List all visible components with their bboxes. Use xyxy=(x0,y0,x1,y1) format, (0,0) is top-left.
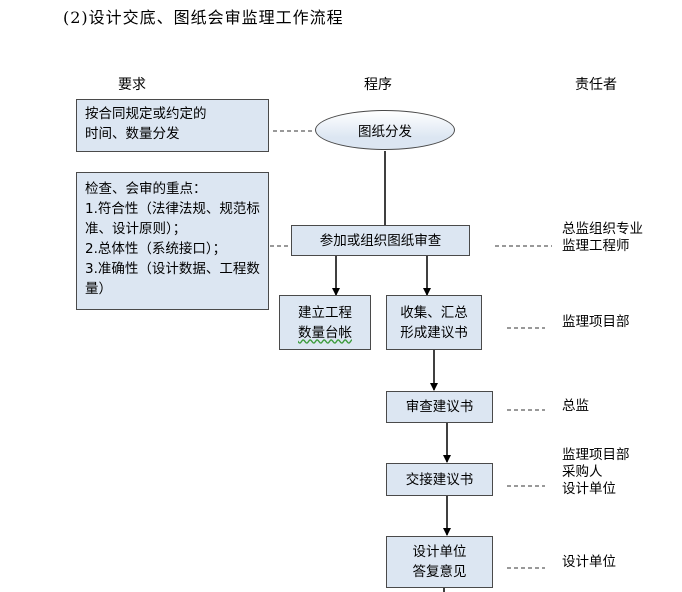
requirement-line: 量） xyxy=(85,281,112,297)
responsible-line: 监理项目部 xyxy=(562,314,630,330)
responsible-line: 总监组织专业 xyxy=(562,221,643,237)
responsible-line: 监理工程师 xyxy=(562,238,630,254)
step-label: 参加或组织图纸审查 xyxy=(319,232,442,249)
responsible-line: 设计单位 xyxy=(562,554,616,570)
responsible-line: 设计单位 xyxy=(562,481,616,497)
step-label: 建立工程 xyxy=(298,304,352,321)
step-label: 收集、汇总 xyxy=(400,304,468,321)
requirement-box-review-focus: 检查、会审的重点： 1.符合性（法律法规、规范标 准、设计原则）； 2.总体性（… xyxy=(76,172,269,310)
responsible-s6: 监理项目部 采购人 设计单位 xyxy=(562,447,630,498)
responsible-s4: 监理项目部 xyxy=(562,314,630,331)
step-handover-proposal: 交接建议书 xyxy=(386,463,493,496)
step-label: 形成建议书 xyxy=(400,324,468,341)
step-label: 图纸分发 xyxy=(358,124,412,140)
step-drawing-review: 参加或组织图纸审查 xyxy=(291,225,470,256)
step-label: 数量台帐 xyxy=(298,324,352,341)
responsible-s7: 设计单位 xyxy=(562,554,616,571)
page-title: (2)设计交底、图纸会审监理工作流程 xyxy=(63,8,344,27)
responsible-line: 采购人 xyxy=(562,464,603,480)
step-drawing-distribution: 图纸分发 xyxy=(315,110,455,150)
step-label: 设计单位 xyxy=(412,544,467,560)
step-label: 答复意见 xyxy=(412,564,467,580)
step-designer-response: 设计单位 答复意见 xyxy=(386,536,493,588)
step-label: 交接建议书 xyxy=(405,471,474,488)
header-procedure: 程序 xyxy=(364,77,392,93)
header-responsible: 责任者 xyxy=(575,77,617,93)
requirement-line: 检查、会审的重点： xyxy=(85,181,207,197)
responsible-s5: 总监 xyxy=(562,398,589,415)
requirement-line: 时间、数量分发 xyxy=(85,126,180,142)
requirement-box-distribution: 按合同规定或约定的 时间、数量分发 xyxy=(76,99,269,152)
requirement-line: 3.准确性（设计数据、工程数 xyxy=(85,261,260,277)
responsible-s2: 总监组织专业 监理工程师 xyxy=(562,221,643,255)
requirement-line: 按合同规定或约定的 xyxy=(85,106,207,122)
responsible-line: 监理项目部 xyxy=(562,447,630,463)
step-review-proposal: 审查建议书 xyxy=(386,391,493,423)
step-label: 审查建议书 xyxy=(405,399,474,415)
step-compile-proposal: 收集、汇总 形成建议书 xyxy=(386,295,482,350)
step-quantity-ledger: 建立工程 数量台帐 xyxy=(279,295,371,350)
responsible-line: 总监 xyxy=(562,398,589,414)
header-requirements: 要求 xyxy=(118,77,146,93)
requirement-line: 2.总体性（系统接口）； xyxy=(85,241,227,257)
requirement-line: 1.符合性（法律法规、规范标 xyxy=(85,201,260,217)
requirement-line: 准、设计原则）； xyxy=(85,221,187,237)
